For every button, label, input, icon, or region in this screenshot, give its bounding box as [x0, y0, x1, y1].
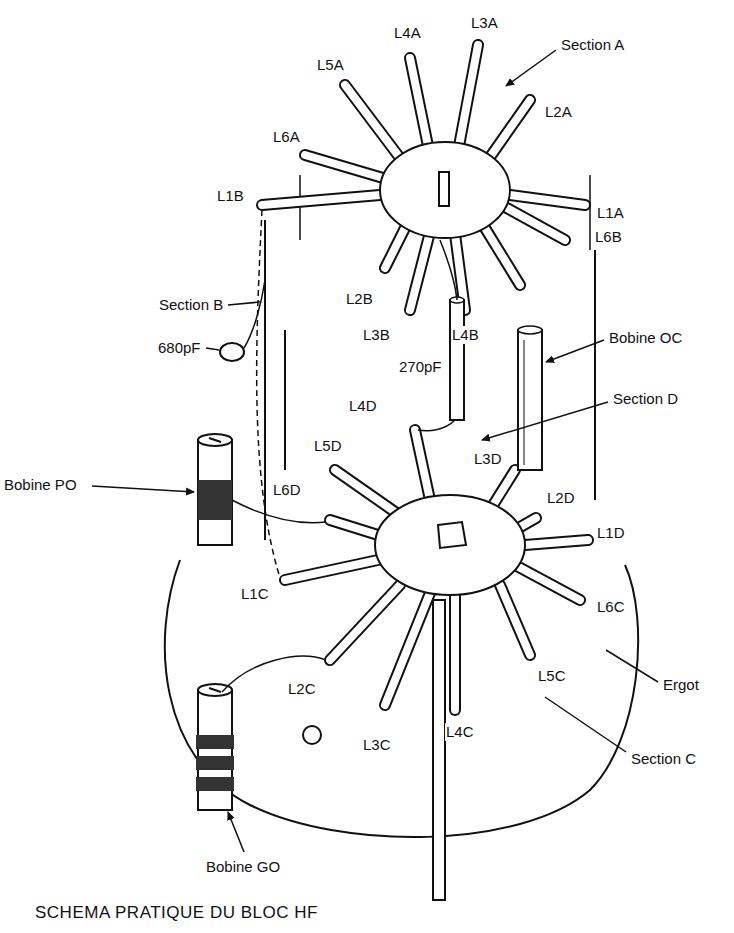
part-label: Bobine GO	[205, 858, 281, 876]
part-label: L4C	[445, 723, 475, 741]
part-label: Section A	[560, 36, 625, 54]
part-label: 680pF	[157, 339, 202, 357]
part-label: L6D	[272, 481, 302, 499]
part-label: L2B	[345, 290, 374, 308]
part-label: L1C	[240, 585, 270, 603]
part-label: L1B	[216, 187, 245, 205]
part-label: L4D	[348, 397, 378, 415]
part-label: L5A	[316, 56, 345, 74]
part-label: L6C	[596, 598, 626, 616]
part-label: L4B	[451, 326, 480, 344]
part-label: L3A	[470, 14, 499, 32]
part-label: L3B	[362, 326, 391, 344]
part-label: Section C	[630, 750, 697, 768]
part-label: L6B	[594, 228, 623, 246]
part-label: L4A	[393, 24, 422, 42]
part-label: Ergot	[662, 676, 700, 694]
part-label: Bobine PO	[3, 476, 78, 494]
part-label: L3C	[362, 736, 392, 754]
part-label: L2D	[546, 489, 576, 507]
part-label: Bobine OC	[608, 329, 683, 347]
part-label: L2C	[287, 680, 317, 698]
part-label: L5C	[537, 667, 567, 685]
part-label: Section B	[158, 296, 224, 314]
part-label: L6A	[272, 128, 301, 146]
part-label: L5D	[313, 437, 343, 455]
part-label: L1D	[596, 524, 626, 542]
figure-caption: SCHEMA PRATIQUE DU BLOC HF	[35, 903, 318, 923]
part-label: L3D	[473, 450, 503, 468]
part-label: L1A	[596, 204, 625, 222]
part-label: L2A	[544, 103, 573, 121]
part-label: 270pF	[398, 358, 443, 376]
part-label: Section D	[612, 390, 679, 408]
